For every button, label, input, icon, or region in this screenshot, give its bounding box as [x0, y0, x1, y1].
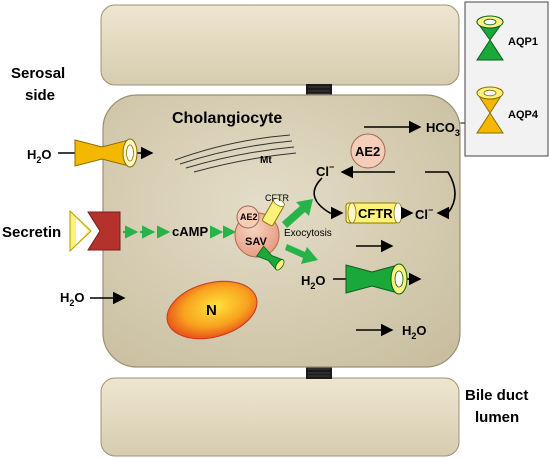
sav-cftr [262, 198, 285, 227]
h2o-apical-bottom: H2O [402, 323, 427, 341]
cl-recycle-loop-left [313, 177, 344, 220]
hco3-label: HCO3− [426, 118, 465, 138]
nucleus [166, 280, 258, 340]
sav-aqp1 [256, 245, 285, 271]
bottom-neighbor-cell [100, 377, 460, 457]
secretin-receptor [69, 209, 121, 253]
sav-cftr-label: CFTR [265, 193, 289, 203]
h2o-serosal-top: H2O [27, 147, 52, 165]
aqp1-channel-apical [345, 263, 408, 295]
cl-inside-label: Cl− [316, 162, 334, 179]
nucleus-label: N [206, 302, 217, 319]
exocytosis-arrows [282, 199, 318, 264]
ae2-label: AE2 [355, 144, 380, 159]
legend-aqp1-icon [476, 15, 504, 61]
cholangiocyte-title: Cholangiocyte [172, 110, 282, 127]
mt-label: Mt [260, 155, 272, 166]
sav-ae2 [236, 205, 260, 229]
tight-junction-bottom [306, 366, 332, 379]
serosal-label-line2: side [25, 87, 55, 104]
top-neighbor-cell [100, 4, 460, 86]
legend-aqp1-label: AQP1 [508, 36, 538, 48]
cl-outside-label: Cl− [415, 205, 433, 222]
aqp4-channel-basolateral [74, 138, 138, 168]
microtubules [174, 134, 297, 173]
bile-duct-label-line1: Bile duct [465, 387, 528, 404]
h2o-serosal-bottom: H2O [60, 290, 85, 308]
legend-box: AQP1 AQP4 [464, 1, 549, 157]
bile-duct-label-line2: lumen [475, 409, 519, 426]
camp-label: cAMP [172, 224, 208, 239]
sav-ae2-label: AE2 [240, 212, 258, 222]
legend-aqp4-label: AQP4 [508, 109, 539, 121]
h2o-apical-aqp1: H2O [301, 273, 326, 291]
cl-recycle-loop-right [425, 171, 456, 220]
cftr-label: CFTR [358, 206, 393, 221]
serosal-label-line1: Serosal [11, 65, 65, 82]
secretin-label: Secretin [2, 224, 61, 241]
legend-aqp4-icon [476, 86, 504, 134]
sav-label: SAV [245, 236, 267, 248]
exocytosis-label: Exocytosis [284, 228, 332, 239]
ae2-exchanger [350, 133, 386, 169]
